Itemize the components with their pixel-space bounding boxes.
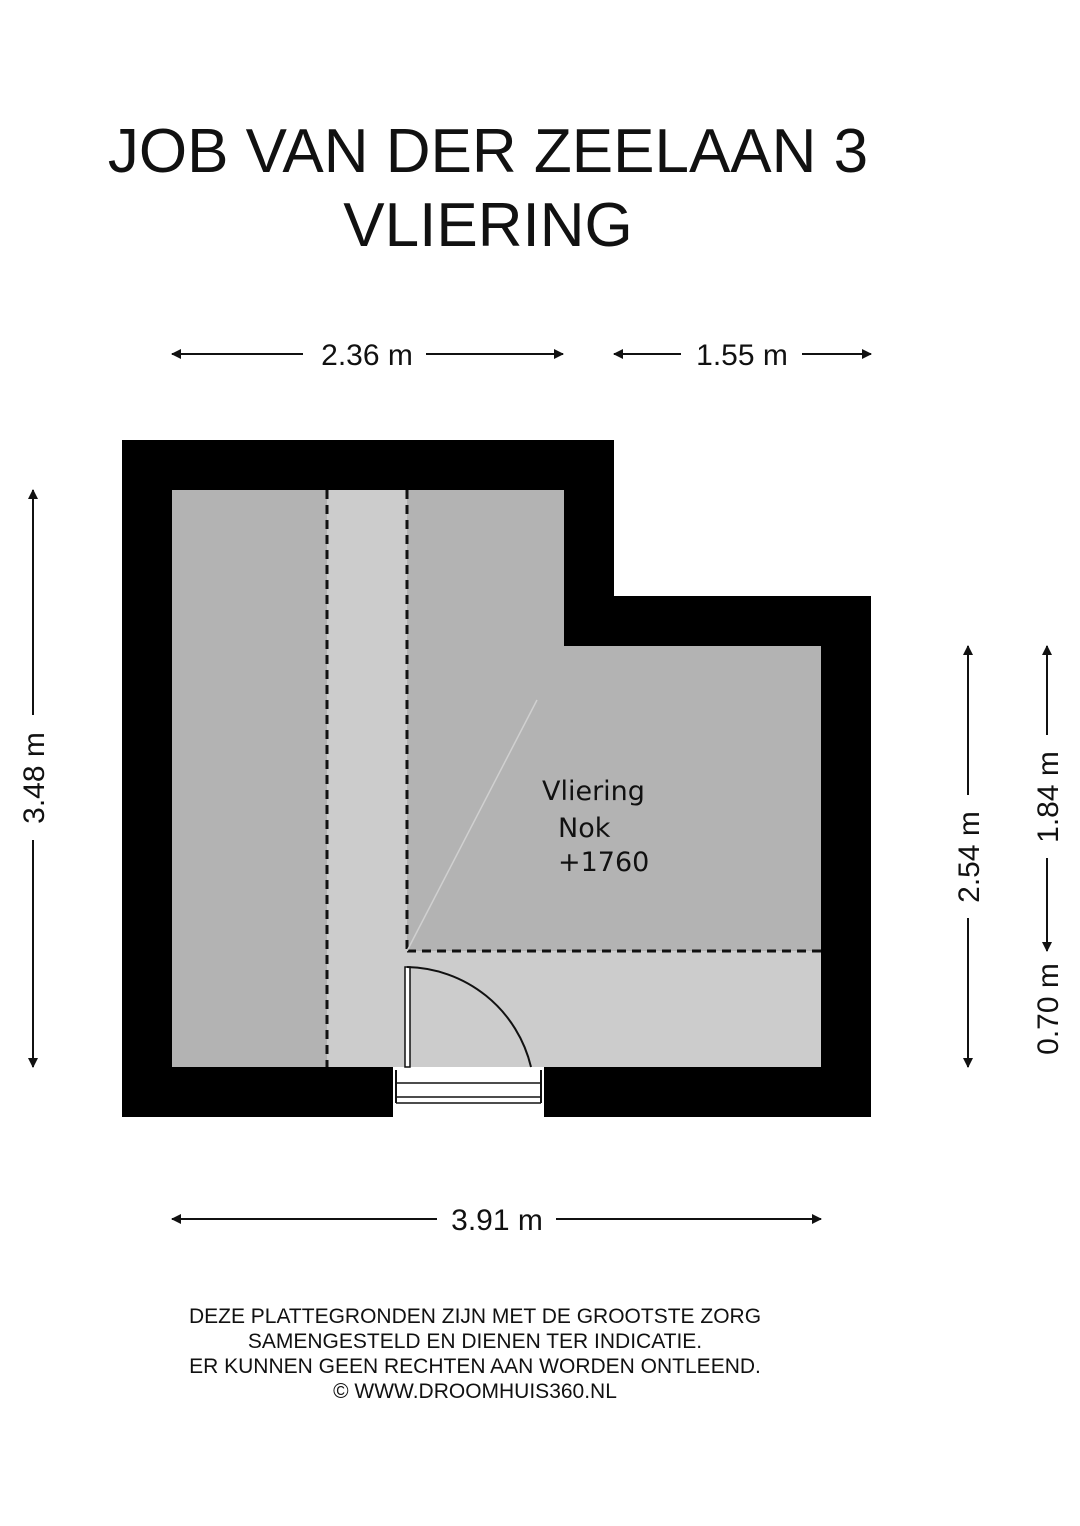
ridge-label: Nok [558, 813, 611, 844]
dimension-right-inner: 2.54 m [953, 645, 986, 1068]
floor-title: VLIERING [343, 191, 632, 260]
dimension-top-right: 1.55 m [613, 339, 872, 372]
dimension-top-left-label: 2.36 m [321, 339, 413, 372]
dimension-top-right-label: 1.55 m [696, 339, 788, 372]
address-title: JOB VAN DER ZEELAAN 3 [108, 117, 868, 186]
room-name: Vliering [542, 776, 645, 807]
dimension-right-lower: 0.70 m [1032, 963, 1065, 1055]
dimension-right-upper-label: 1.84 m [1032, 751, 1065, 843]
door-threshold [393, 1067, 544, 1117]
dimension-bottom-label: 3.91 m [451, 1204, 543, 1237]
ridge-height: +1760 [558, 847, 649, 878]
door-swing [404, 966, 532, 1068]
disclaimer-line-3: ER KUNNEN GEEN RECHTEN AAN WORDEN ONTLEE… [189, 1355, 761, 1378]
disclaimer-line-4: © WWW.DROOMHUIS360.NL [333, 1380, 617, 1403]
disclaimer-line-2: SAMENGESTELD EN DIENEN TER INDICATIE. [248, 1330, 702, 1353]
ceiling-height-lines [325, 490, 821, 1067]
disclaimer: DEZE PLATTEGRONDEN ZIJN MET DE GROOTSTE … [189, 1305, 761, 1403]
dimension-bottom: 3.91 m [171, 1204, 822, 1237]
disclaimer-line-1: DEZE PLATTEGRONDEN ZIJN MET DE GROOTSTE … [189, 1305, 761, 1328]
dimension-right-lower-label: 0.70 m [1032, 963, 1065, 1055]
dimension-left: 3.48 m [18, 489, 51, 1068]
dimension-left-label: 3.48 m [18, 732, 51, 824]
dimension-right-inner-label: 2.54 m [953, 811, 986, 903]
ridge-diagonal [406, 699, 538, 952]
floor-strip-horizontal [327, 951, 821, 1067]
dimension-top-left: 2.36 m [171, 339, 564, 372]
dimension-right-upper: 1.84 m [1032, 645, 1065, 952]
